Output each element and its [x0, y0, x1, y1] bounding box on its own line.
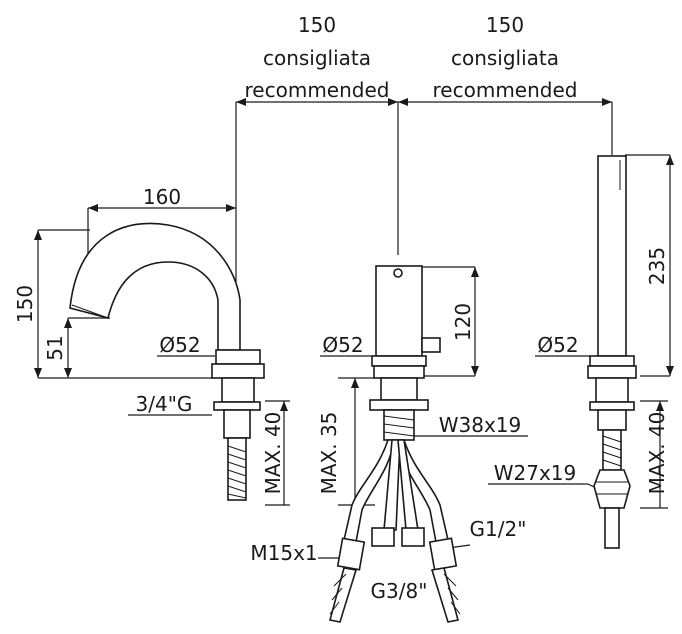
- spout-height-label: 150: [13, 285, 37, 323]
- shower-height-label: 235: [645, 247, 669, 285]
- spacing-right-en: recommended: [433, 78, 578, 102]
- mixer-thread-label: W38x19: [439, 413, 522, 437]
- spout-base-diameter-label: Ø52: [159, 333, 200, 357]
- spout-reach-label: 160: [143, 185, 181, 209]
- shower-thread-label: W27x19: [494, 461, 577, 485]
- spacing-left-it: consigliata: [263, 46, 371, 70]
- shower-drawing: [587, 155, 637, 549]
- shower-max-label: MAX. 40: [645, 412, 669, 495]
- hose-m15-label: M15x1: [250, 541, 317, 565]
- spout-drawing: [69, 222, 265, 501]
- spout-max-label: MAX. 40: [261, 412, 285, 495]
- spout-thread-label: 3/4"G: [136, 392, 193, 416]
- mixer-drawing: [329, 265, 461, 623]
- mixer-base-diameter-label: Ø52: [322, 333, 363, 357]
- hose-g38-label: G3/8": [371, 579, 428, 603]
- mixer-height-label: 120: [451, 303, 475, 341]
- spacing-right-it: consigliata: [451, 46, 559, 70]
- spout-outlet-height-label: 51: [43, 335, 67, 360]
- spacing-right-value: 150: [486, 13, 524, 37]
- hose-g12-label: G1/2": [470, 517, 527, 541]
- dimension-lines: [34, 98, 674, 559]
- mixer-max-label: MAX. 35: [317, 412, 341, 495]
- spacing-left-value: 150: [298, 13, 336, 37]
- shower-base-diameter-label: Ø52: [537, 333, 578, 357]
- spacing-left-en: recommended: [245, 78, 390, 102]
